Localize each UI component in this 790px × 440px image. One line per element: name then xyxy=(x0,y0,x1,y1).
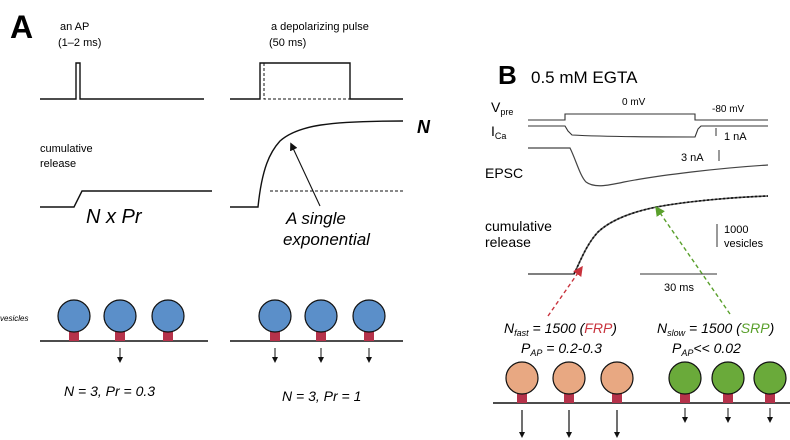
cumulative-label-a: cumulative xyxy=(40,143,93,155)
release-site xyxy=(723,392,733,403)
pulse-label: a depolarizing pulse xyxy=(271,21,369,33)
vesicle xyxy=(304,299,338,333)
release-site xyxy=(364,330,374,341)
panel-b-title: 0.5 mM EGTA xyxy=(531,68,638,87)
frp-n-label: Nfast = 1500 (FRP) xyxy=(504,320,617,338)
panel-a-letter: A xyxy=(10,9,33,45)
pulse-dashed-outline xyxy=(263,63,350,100)
srp-arrow xyxy=(655,205,731,315)
three-na-label: 3 nA xyxy=(681,152,704,164)
vpre-label: Vpre xyxy=(491,99,513,117)
release-site xyxy=(517,392,527,403)
release-site xyxy=(680,392,690,403)
release-site xyxy=(115,330,125,341)
srp-vesicle xyxy=(753,361,787,395)
pulse-trace xyxy=(230,62,403,100)
ica-trace xyxy=(528,125,768,138)
release-site xyxy=(270,330,280,341)
vesicles-label: vesicles xyxy=(0,314,28,323)
vesicle xyxy=(103,299,137,333)
epsc-label: EPSC xyxy=(485,165,523,181)
release-site xyxy=(564,392,574,403)
srp-vesicle xyxy=(668,361,702,395)
release-label-a: release xyxy=(40,158,76,170)
srp-vesicle-group xyxy=(668,361,787,403)
release-site xyxy=(765,392,775,403)
one-na-label: 1 nA xyxy=(724,131,747,143)
srp-n-label: Nslow = 1500 (SRP) xyxy=(657,320,774,338)
vpre-trace xyxy=(528,113,768,121)
ap-label: an AP xyxy=(60,21,89,33)
release-site xyxy=(316,330,326,341)
scale-1000-label: 1000 xyxy=(724,224,748,236)
n-label: N xyxy=(417,117,431,137)
vesicle xyxy=(258,299,292,333)
single-exponential-label-2: exponential xyxy=(283,230,371,249)
release-site xyxy=(69,330,79,341)
vesicle xyxy=(352,299,386,333)
release-site xyxy=(163,330,173,341)
srp-vesicle xyxy=(711,361,745,395)
right-caption: N = 3, Pr = 1 xyxy=(282,388,361,404)
vesicle-group-right xyxy=(258,299,386,341)
frp-vesicle-group xyxy=(505,361,634,403)
ap-cumulative-trace xyxy=(40,190,212,208)
vesicle-group-left xyxy=(57,299,185,341)
frp-vesicle xyxy=(505,361,539,395)
vesicle xyxy=(151,299,185,333)
scale-30ms-label: 30 ms xyxy=(664,282,694,294)
ica-label: ICa xyxy=(491,123,506,141)
panel-b-letter: B xyxy=(498,60,517,90)
single-exponential-label: A single xyxy=(285,209,346,228)
zero-mv-label: 0 mV xyxy=(622,97,646,108)
cumulative-label-b: cumulative xyxy=(485,218,552,234)
pulse-duration-label: (50 ms) xyxy=(269,37,306,49)
n-x-pr-label: N x Pr xyxy=(86,206,143,228)
release-label-b: release xyxy=(485,234,531,250)
pulse-cumulative-trace xyxy=(230,120,404,208)
single-exponential-arrow xyxy=(290,142,321,207)
cumulative-fit-b xyxy=(573,195,769,275)
srp-pap-label: PAP<< 0.02 xyxy=(672,340,741,358)
frp-vesicle xyxy=(600,361,634,395)
release-site xyxy=(612,392,622,403)
ap-trace xyxy=(40,62,204,100)
frp-arrow xyxy=(547,265,583,317)
minus-80-mv-label: -80 mV xyxy=(712,104,745,115)
frp-vesicle xyxy=(552,361,586,395)
frp-pap-label: PAP = 0.2-0.3 xyxy=(521,340,602,358)
vesicle xyxy=(57,299,91,333)
scale-vesicles-label: vesicles xyxy=(724,238,764,250)
left-caption: N = 3, Pr = 0.3 xyxy=(64,383,155,399)
ap-duration-label: (1–2 ms) xyxy=(58,37,101,49)
epsc-trace xyxy=(528,147,769,187)
